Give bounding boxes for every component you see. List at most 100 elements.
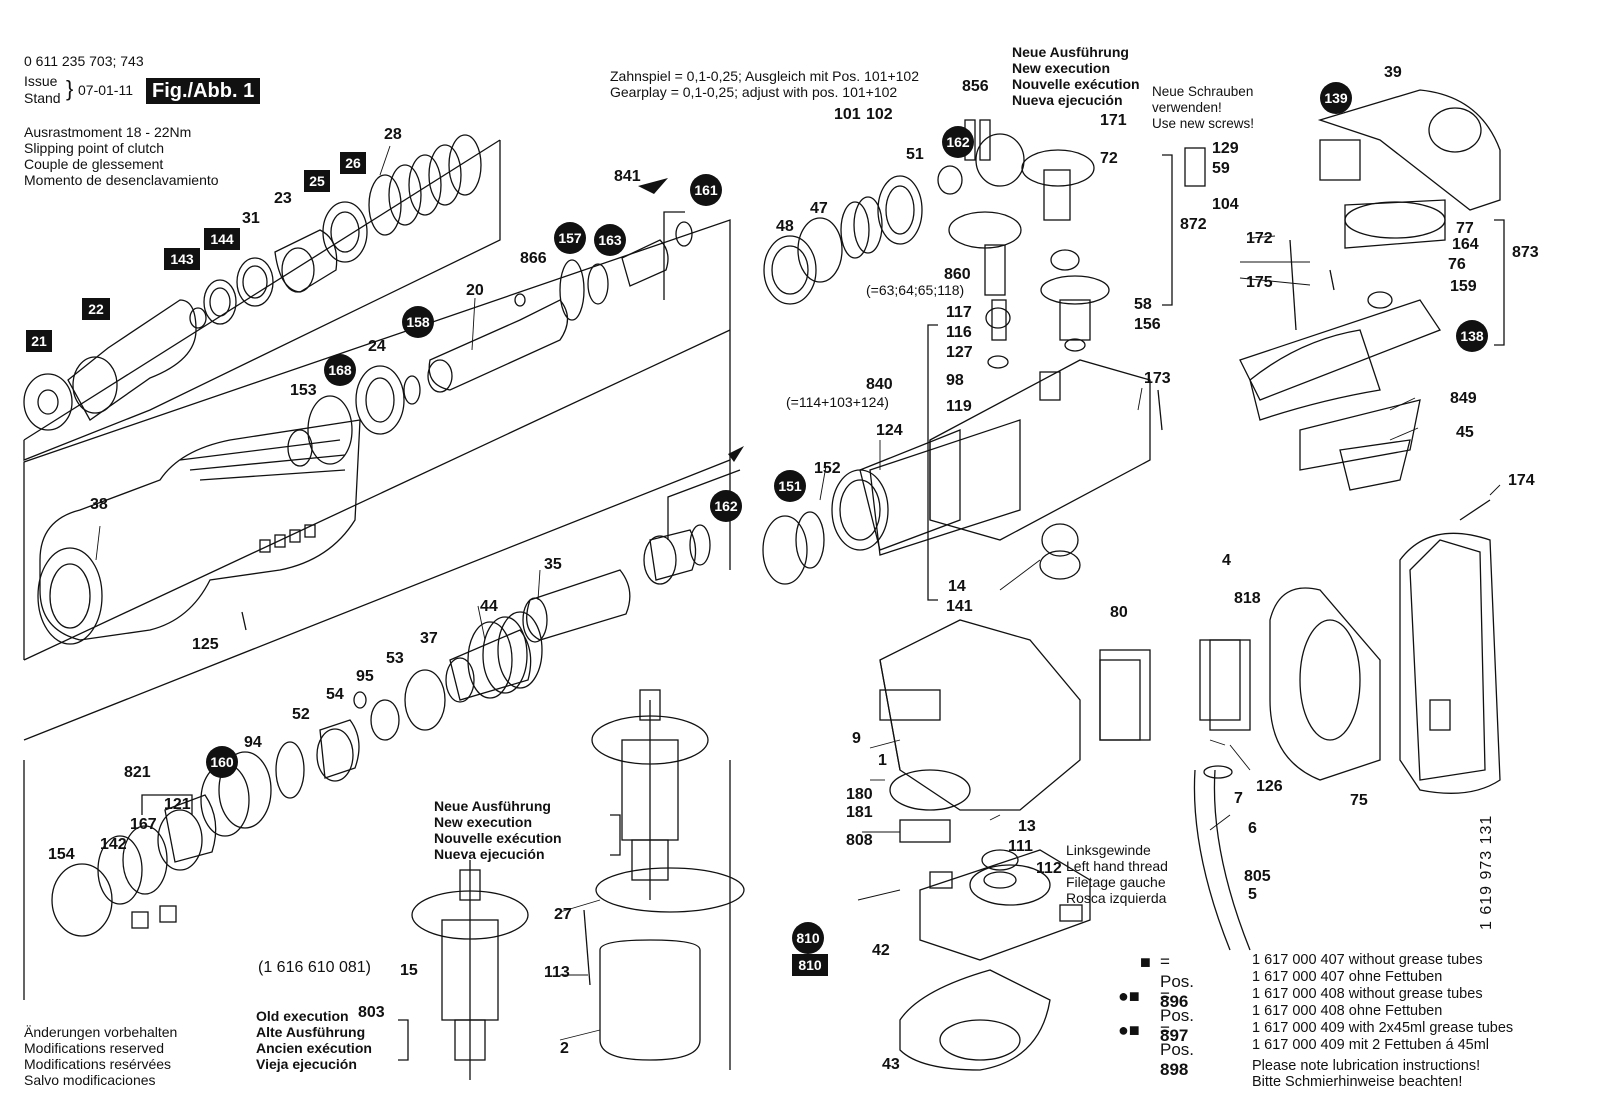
mods-de: Änderungen vorbehalten — [24, 1024, 178, 1040]
bracket-803-old — [398, 1019, 409, 1061]
badge-circle: 139 — [1320, 82, 1352, 114]
part-label: 51 — [906, 146, 924, 163]
part-label: 126 — [1256, 778, 1283, 795]
part-label: 6 — [1248, 820, 1257, 837]
new-exec-arm-fr: Nouvelle exécution — [434, 830, 562, 846]
part-label: 76 — [1448, 256, 1466, 273]
bracket-873 — [1494, 219, 1505, 346]
bracket-841a — [663, 211, 685, 300]
mods-en: Modifications reserved — [24, 1040, 165, 1056]
part-label: 54 — [326, 686, 344, 703]
badge-circle: 151 — [774, 470, 806, 502]
old-exec-fr: Ancien exécution — [256, 1040, 372, 1056]
part-label: 164 — [1452, 236, 1479, 253]
part-label: 818 — [1234, 590, 1261, 607]
motor-housing-1 — [879, 619, 1241, 843]
legend-marks: ●■ — [1118, 1020, 1140, 1040]
frame-upper-left — [23, 140, 501, 461]
switch-and-handle — [1099, 499, 1501, 951]
part-label: 37 — [420, 630, 438, 647]
part-label: 31 — [242, 210, 260, 227]
part-label: 43 — [882, 1056, 900, 1073]
part-label: 45 — [1456, 424, 1474, 441]
legend-pos: 896 — [1160, 992, 1189, 1011]
part-label: 174 — [1508, 472, 1535, 489]
part-label: 142 — [100, 836, 127, 853]
end-cap-43 — [899, 969, 1051, 1071]
legend-line-2: 1 617 000 407 ohne Fettuben — [1252, 969, 1443, 985]
part-label: 112 — [1036, 860, 1062, 877]
part-label: 47 — [810, 200, 828, 217]
legend-line-1: 1 617 000 407 without grease tubes — [1252, 952, 1483, 968]
part-label: 4 — [1222, 552, 1231, 569]
part-label: 173 — [1144, 370, 1171, 387]
frame-lower-left — [23, 459, 731, 741]
part-label: 5 — [1248, 886, 1257, 903]
part-label: 38 — [90, 496, 108, 513]
lubrication-note-en: Please note lubrication instructions! — [1252, 1058, 1481, 1074]
part-label: 860 — [944, 266, 971, 283]
drill-chuck-parts — [23, 134, 482, 431]
part-label: 172 — [1246, 230, 1273, 247]
badge-circle: 162 — [942, 126, 974, 158]
part-number: 0 611 235 703; 743 — [24, 53, 144, 69]
part-label: 154 — [48, 846, 75, 863]
clutch-note-es: Momento de desenclavamiento — [24, 172, 219, 188]
gear-housing-38 — [37, 419, 361, 645]
part-label: 1 — [878, 752, 887, 769]
gearplay-note-de: Zahnspiel = 0,1-0,25; Ausgleich mit Pos.… — [610, 68, 919, 84]
drawing-number: 1 619 973 131 — [1478, 814, 1495, 930]
part-label: 80 — [1110, 604, 1128, 621]
part-label: 119 — [946, 398, 972, 415]
part-label: 156 — [1134, 316, 1161, 333]
badge-circle: 810 — [792, 922, 824, 954]
legend-pos: 897 — [1160, 1026, 1189, 1045]
part-label: 121 — [164, 796, 191, 813]
part-label: 116 — [946, 324, 972, 341]
part-label: 28 — [384, 126, 402, 143]
part-label: 856 — [962, 78, 989, 95]
badge-square: 26 — [340, 152, 366, 174]
old-exec-de: Alte Ausführung — [256, 1024, 366, 1040]
badge-circle: 161 — [690, 174, 722, 206]
part-label: 15 — [400, 962, 418, 979]
armature-parts — [411, 689, 745, 1080]
badge-circle: 158 — [402, 306, 434, 338]
part-label: 175 — [1246, 274, 1273, 291]
legend-eq: = Pos. — [1160, 952, 1195, 991]
badge-circle: 138 — [1456, 320, 1488, 352]
part-label: 53 — [386, 650, 404, 667]
part-label: 75 — [1350, 792, 1368, 809]
armature-ref: (1 616 610 081) — [258, 959, 371, 976]
part-label: 14 — [948, 578, 966, 595]
part-label: 111 — [1008, 838, 1033, 855]
part-label: 866 — [520, 250, 547, 267]
part-label: 124 — [876, 422, 903, 439]
part-label: 805 — [1244, 868, 1271, 885]
bracket-840 — [927, 324, 938, 601]
issue-label: Issue — [24, 73, 58, 89]
new-exec-arm-en: New execution — [434, 814, 533, 830]
frame-middle-left — [23, 219, 731, 660]
badge-circle: 162 — [710, 490, 742, 522]
arrow-841b — [728, 446, 744, 462]
lh-thread-en: Left hand thread — [1066, 858, 1168, 874]
clutch-note-en: Slipping point of clutch — [24, 140, 165, 156]
part-label: 873 — [1512, 244, 1539, 261]
part-label: 129 — [1212, 140, 1239, 157]
hammer-tube-parts — [287, 221, 693, 467]
new-exec-top-fr: Nouvelle exécution — [1012, 76, 1140, 92]
gear-parts — [763, 119, 1206, 369]
badge-square: 25 — [304, 170, 330, 192]
part-label: 59 — [1212, 160, 1230, 177]
part-label: 167 — [130, 816, 157, 833]
legend-line-1: 1 617 000 409 with 2x45ml grease tubes — [1252, 1020, 1514, 1036]
part-label: 77 — [1456, 220, 1474, 237]
brush-plate-42 — [919, 849, 1091, 961]
bracket-841b — [667, 469, 741, 540]
figure-title: Fig./Abb. 1 — [146, 78, 261, 104]
part-label: 849 — [1450, 390, 1477, 407]
badge-circle: 163 — [594, 224, 626, 256]
lh-thread-es: Rosca izquierda — [1066, 890, 1167, 906]
